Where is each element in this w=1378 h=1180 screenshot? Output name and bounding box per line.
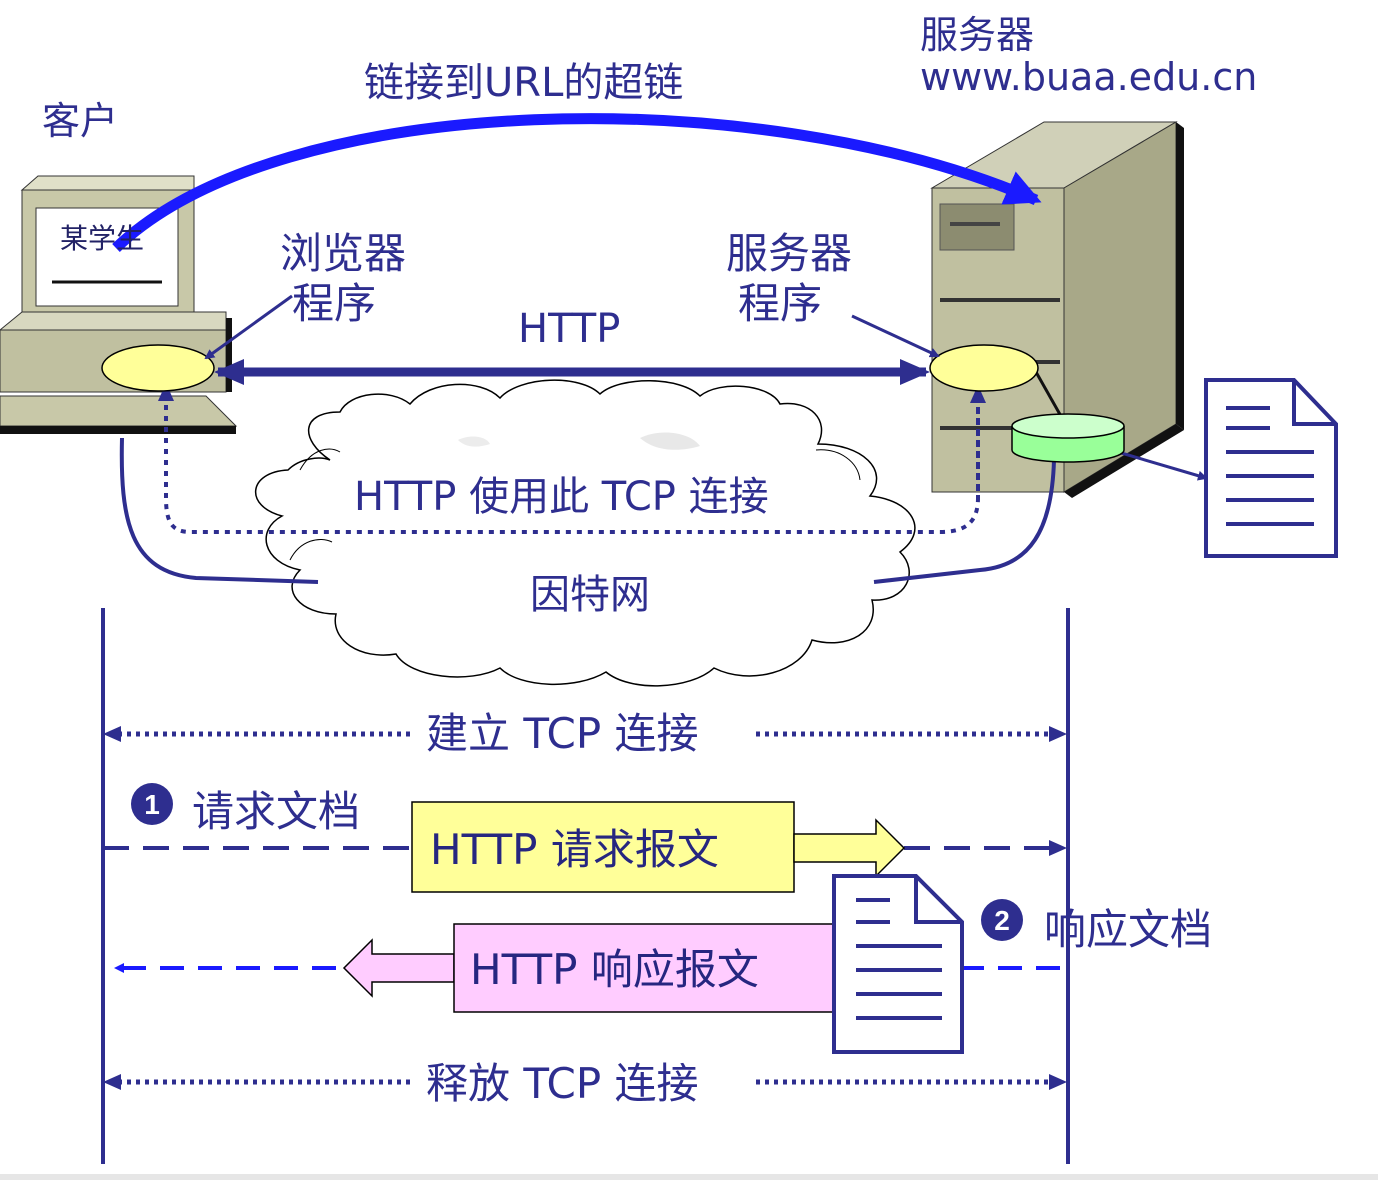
server-disk-link [1034,371,1064,419]
internet-label: 因特网 [530,572,650,618]
client-label: 客户 [42,99,118,143]
server-cable [873,459,1056,584]
tcp-use-label: HTTP 使用此 TCP 连接 [354,474,769,520]
request-doc-label: 请求文档 [192,787,360,836]
request-block-arrow [793,818,906,878]
release-tcp-label: 释放 TCP 连接 [426,1059,699,1108]
disk-icon [1011,413,1125,463]
hyperlink-label: 链接到URL的超链 [364,60,683,106]
document-icon [1204,378,1338,558]
student-label: 某学生 [60,222,144,255]
server-prog-pointer [851,314,940,358]
response-message-box [453,923,847,1013]
hyperlink-arrow [112,113,1042,252]
step-1-number: 1 [144,789,160,820]
server-tower [930,121,1184,498]
bottom-bar [0,1174,1378,1180]
tcp-dotted-path [158,383,980,534]
browser-pointer [204,294,293,360]
server-title: 服务器 [920,13,1034,57]
browser-label-2: 程序 [292,279,376,328]
response-block-arrow [342,938,455,998]
browser-label-1: 浏览器 [280,229,406,278]
server-url: www.buaa.edu.cn [920,55,1257,99]
request-message-label: HTTP 请求报文 [430,825,719,874]
response-doc-label: 响应文档 [1044,905,1212,954]
disk-document-link [1117,450,1208,481]
step-2-number: 2 [994,905,1010,936]
response-message-label: HTTP 响应报文 [470,945,759,994]
request-message-box [411,801,795,893]
client-computer [0,175,238,434]
step-2-badge: 2 [981,899,1023,941]
server-program-label-2: 程序 [738,279,822,328]
step-1-badge: 1 [131,783,173,825]
server-program-ellipse [929,344,1039,392]
client-cable [119,437,319,584]
internet-cloud [254,379,916,687]
browser-program-ellipse [101,344,215,392]
response-document-icon [832,874,964,1054]
establish-tcp-label: 建立 TCP 连接 [426,709,699,758]
server-program-label-1: 服务器 [726,229,852,278]
http-label: HTTP [518,306,620,352]
